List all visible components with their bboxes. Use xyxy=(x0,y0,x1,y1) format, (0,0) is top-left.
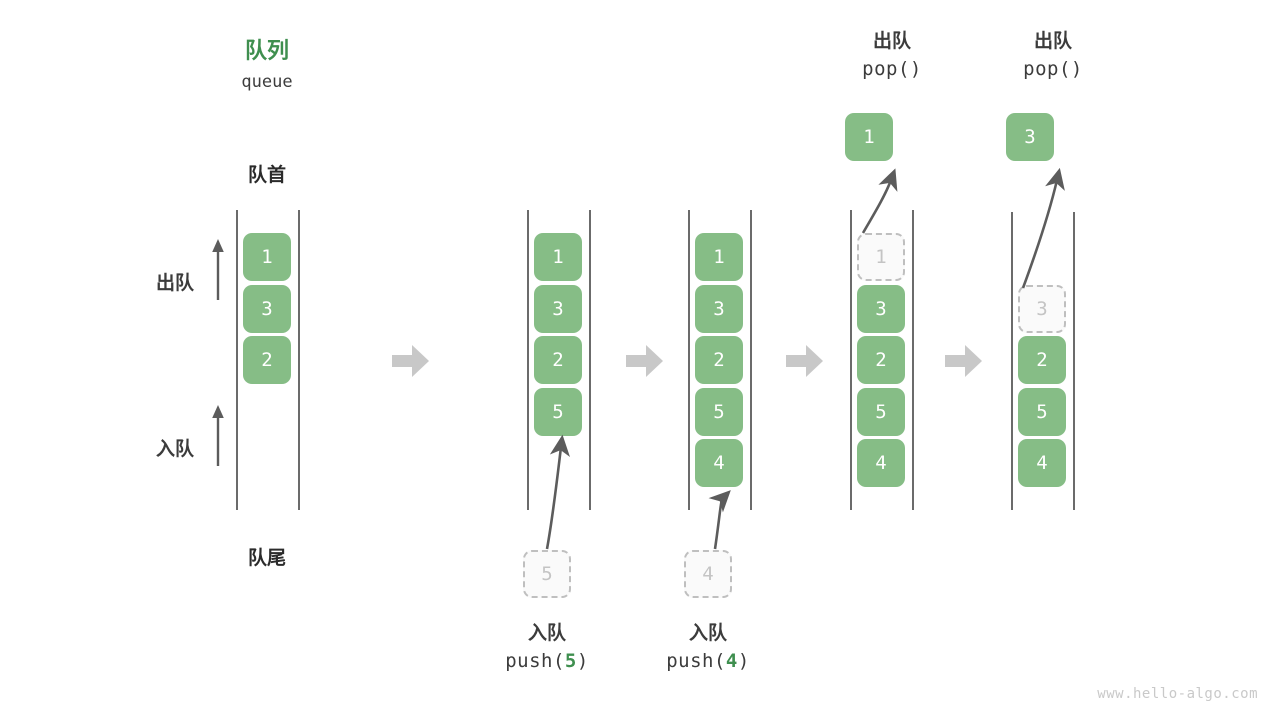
dequeue-direction-arrow-icon xyxy=(208,238,228,300)
queue-cell: 5 xyxy=(1018,387,1066,436)
queue-cell: 4 xyxy=(857,439,905,488)
operation-label-cn: 出队 xyxy=(872,30,911,52)
queue-cell: 3 xyxy=(695,284,743,333)
transition-arrow-icon xyxy=(945,344,983,378)
queue-cell: 5 xyxy=(534,387,582,436)
queue-cell: 2 xyxy=(695,336,743,385)
queue-cell: 1 xyxy=(243,233,291,281)
queue-rail-right xyxy=(298,210,300,510)
queue-title-en: queue xyxy=(241,72,293,92)
queue-cell: 5 xyxy=(857,387,905,436)
operation-label-cn: 入队 xyxy=(527,622,566,644)
operation-label-pop-1: 出队 pop() xyxy=(792,28,992,84)
queue-cell: 3 xyxy=(534,284,582,333)
queue-rail-right xyxy=(912,210,914,510)
pop-1-arrow-icon xyxy=(861,168,898,234)
queue-cell: 2 xyxy=(857,336,905,385)
push-5-arrow-icon xyxy=(545,434,571,550)
operation-label-pop-3: 出队 pop() xyxy=(953,28,1153,84)
operation-label-code: pop() xyxy=(862,58,922,80)
watermark: www.hello-algo.com xyxy=(1097,686,1258,702)
queue-rail-left xyxy=(688,210,690,510)
queue-rail-left xyxy=(236,210,238,510)
transition-arrow-icon xyxy=(786,344,824,378)
queue-rail-right xyxy=(1073,212,1075,510)
operation-label-code: push(5) xyxy=(505,650,589,672)
push-4-arrow-icon xyxy=(708,490,731,550)
queue-title-cn: 队列 xyxy=(244,39,289,64)
queue-rail-left xyxy=(527,210,529,510)
incoming-element: 4 xyxy=(684,550,732,598)
queue-rail-left xyxy=(850,210,852,510)
queue-cell-removed: 1 xyxy=(857,233,905,281)
operation-label-cn: 入队 xyxy=(688,622,727,644)
operation-label-code: push(4) xyxy=(666,650,750,672)
operation-label-push-4: 入队 push(4) xyxy=(608,620,808,676)
popped-element: 3 xyxy=(1006,113,1054,161)
queue-rail-right xyxy=(589,210,591,510)
queue-cell: 2 xyxy=(534,336,582,385)
queue-cell: 5 xyxy=(695,387,743,436)
popped-element: 1 xyxy=(845,113,893,161)
queue-cell: 4 xyxy=(695,439,743,488)
queue-cell: 1 xyxy=(534,233,582,281)
queue-cell: 2 xyxy=(243,336,291,385)
operation-label-cn: 出队 xyxy=(1033,30,1072,52)
queue-rail-left xyxy=(1011,212,1013,510)
pop-3-arrow-icon xyxy=(1021,167,1065,289)
queue-cell: 2 xyxy=(1018,336,1066,385)
queue-cell: 3 xyxy=(243,284,291,333)
operation-label-code: pop() xyxy=(1023,58,1083,80)
dequeue-direction-label: 出队 xyxy=(155,272,194,294)
operation-label-push-5: 入队 push(5) xyxy=(447,620,647,676)
enqueue-direction-label: 入队 xyxy=(155,438,194,460)
queue-head-label: 队首 xyxy=(247,164,286,186)
queue-rail-right xyxy=(750,210,752,510)
queue-cell: 1 xyxy=(695,233,743,281)
queue-cell-removed: 3 xyxy=(1018,284,1066,333)
queue-cell: 3 xyxy=(857,284,905,333)
queue-tail-label: 队尾 xyxy=(247,547,286,569)
enqueue-direction-arrow-icon xyxy=(208,404,228,466)
transition-arrow-icon xyxy=(626,344,664,378)
queue-cell: 4 xyxy=(1018,439,1066,488)
incoming-element: 5 xyxy=(523,550,571,598)
transition-arrow-icon xyxy=(392,344,430,378)
